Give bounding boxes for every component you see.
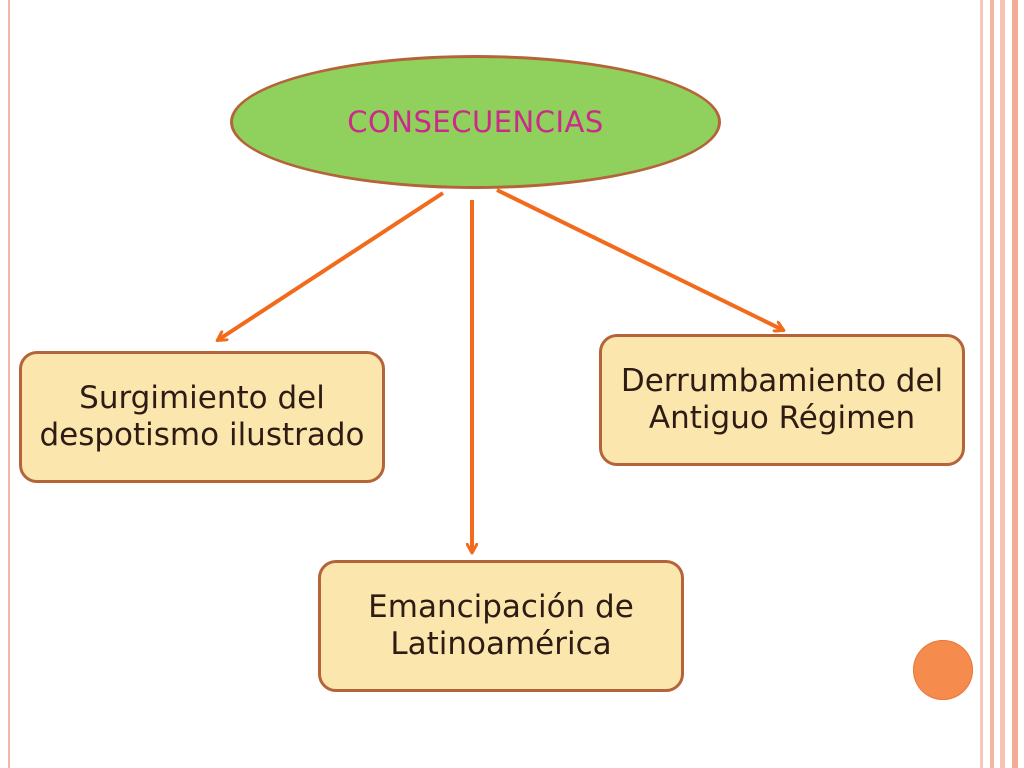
right-border-stripe [1012,0,1018,768]
decorative-circle [913,640,973,700]
node-emancipacion-latinoamerica: Emancipación de Latinoamérica [318,560,684,692]
root-node-consecuencias: CONSECUENCIAS [230,55,721,189]
left-border-line [8,0,10,768]
right-border-stripe [990,0,994,768]
node-derrumbamiento-antiguo-regimen: Derrumbamiento del Antiguo Régimen [599,334,965,466]
node-surgimiento-despotismo: Surgimiento del despotismo ilustrado [19,351,385,483]
right-border-stripe [1000,0,1005,768]
root-node-label: CONSECUENCIAS [347,105,604,139]
right-border-stripe [980,0,983,768]
node-label-left: Surgimiento del despotismo ilustrado [39,380,365,453]
edge-root-to-right [496,188,783,330]
edge-root-to-left [218,191,445,340]
node-label-right: Derrumbamiento del Antiguo Régimen [620,363,944,436]
node-label-middle: Emancipación de Latinoamérica [368,589,634,662]
